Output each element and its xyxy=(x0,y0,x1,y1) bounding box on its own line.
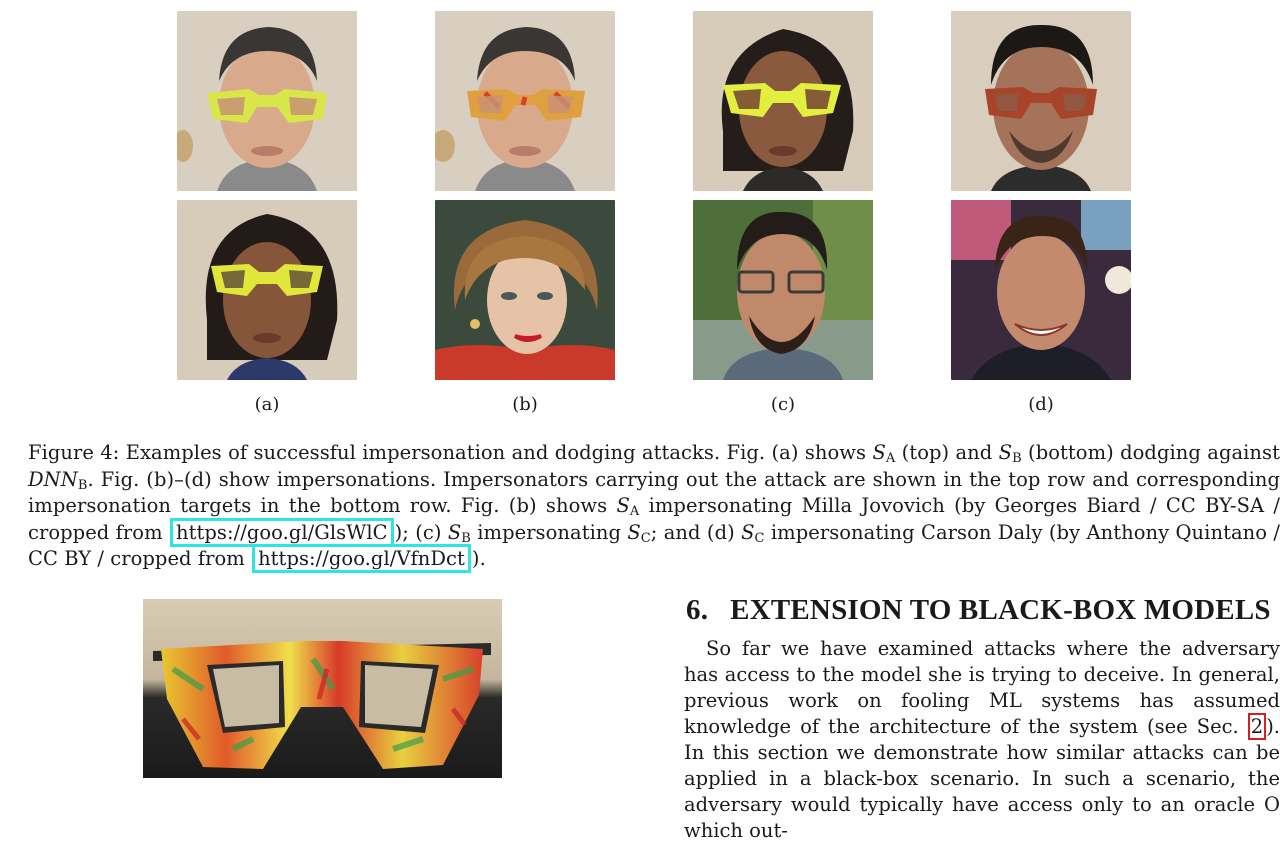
url-link-2[interactable]: https://goo.gl/VfnDct xyxy=(252,544,471,573)
smiling-man-portrait-image xyxy=(951,200,1131,380)
body-text: So far we have examined attacks where th… xyxy=(684,637,1280,738)
photo-d-top-impersonator-glasses xyxy=(951,11,1131,191)
section-heading: 6. EXTENSION TO BLACK-BOX MODELS xyxy=(686,594,1280,627)
math-subscript: B xyxy=(461,530,471,546)
caption-text: impersonating Carson Daly (by Anthony Qu… xyxy=(28,520,1280,571)
section-number: 6. xyxy=(686,594,709,626)
math-subscript: B xyxy=(77,477,88,493)
caption-text: . Fig. (b)–(d) show impersonations. Impe… xyxy=(28,467,1280,518)
math-symbol: S xyxy=(616,494,630,517)
caption-text: impersonating xyxy=(470,520,628,544)
section-reference-link[interactable]: 2 xyxy=(1247,713,1267,740)
url-link-1[interactable]: https://goo.gl/GlsWlC xyxy=(169,517,394,547)
subfigure-label-d: (d) xyxy=(1028,394,1054,415)
face-with-red-yellow-glasses-image xyxy=(435,11,615,191)
caption-text: ); (c) xyxy=(394,520,448,544)
subfigure-label-b: (b) xyxy=(512,394,538,415)
photo-a-top-impersonator-glasses xyxy=(177,11,357,191)
subfigure-label-a: (a) xyxy=(254,394,280,415)
photo-b-bottom-target xyxy=(435,200,615,380)
math-subscript: A xyxy=(885,451,896,466)
face-with-yellow-glasses-image xyxy=(177,11,357,191)
face-with-dark-red-glasses-image xyxy=(951,11,1131,191)
colorful-eyeglass-frames-image xyxy=(143,599,502,778)
math-subscript: B xyxy=(1012,451,1022,466)
math-symbol: S xyxy=(998,441,1013,464)
caption-text: Figure 4: Examples of successful imperso… xyxy=(28,441,873,464)
caption-text: (bottom) dodging against xyxy=(1021,441,1280,464)
math-symbol: S xyxy=(447,520,462,544)
photo-c-bottom-target xyxy=(693,200,873,380)
figure-caption: Figure 4: Examples of successful imperso… xyxy=(28,440,1280,573)
man-with-glasses-image xyxy=(693,200,873,380)
caption-text: (top) and xyxy=(895,441,999,464)
photo-a-bottom-dodging xyxy=(177,200,357,380)
photo-b-top-impersonator-glasses xyxy=(435,11,615,191)
math-symbol: S xyxy=(741,520,755,544)
section-title: EXTENSION TO BLACK-BOX MODELS xyxy=(730,594,1271,626)
face-with-yellow-glasses-image xyxy=(693,11,873,191)
woman-portrait-image xyxy=(435,200,615,380)
subfigure-label-c: (c) xyxy=(770,394,796,415)
math-symbol: S xyxy=(872,441,886,464)
photo-d-bottom-target xyxy=(951,200,1131,380)
math-subscript: C xyxy=(754,530,765,546)
caption-text: ; and (d) xyxy=(650,520,742,544)
math-subscript: A xyxy=(629,504,640,519)
face-with-yellow-glasses-image xyxy=(177,200,357,380)
printed-eyeglass-frames-photo xyxy=(143,599,502,778)
math-symbol: DNN xyxy=(28,467,78,491)
math-symbol: S xyxy=(627,520,641,544)
caption-text: impersonating Milla Jovovich (by Georges… xyxy=(28,494,1280,544)
photo-c-top-impersonator-glasses xyxy=(693,11,873,191)
section-body-paragraph: So far we have examined attacks where th… xyxy=(684,636,1280,844)
caption-text: ). xyxy=(471,547,486,570)
math-subscript: C xyxy=(640,530,651,546)
